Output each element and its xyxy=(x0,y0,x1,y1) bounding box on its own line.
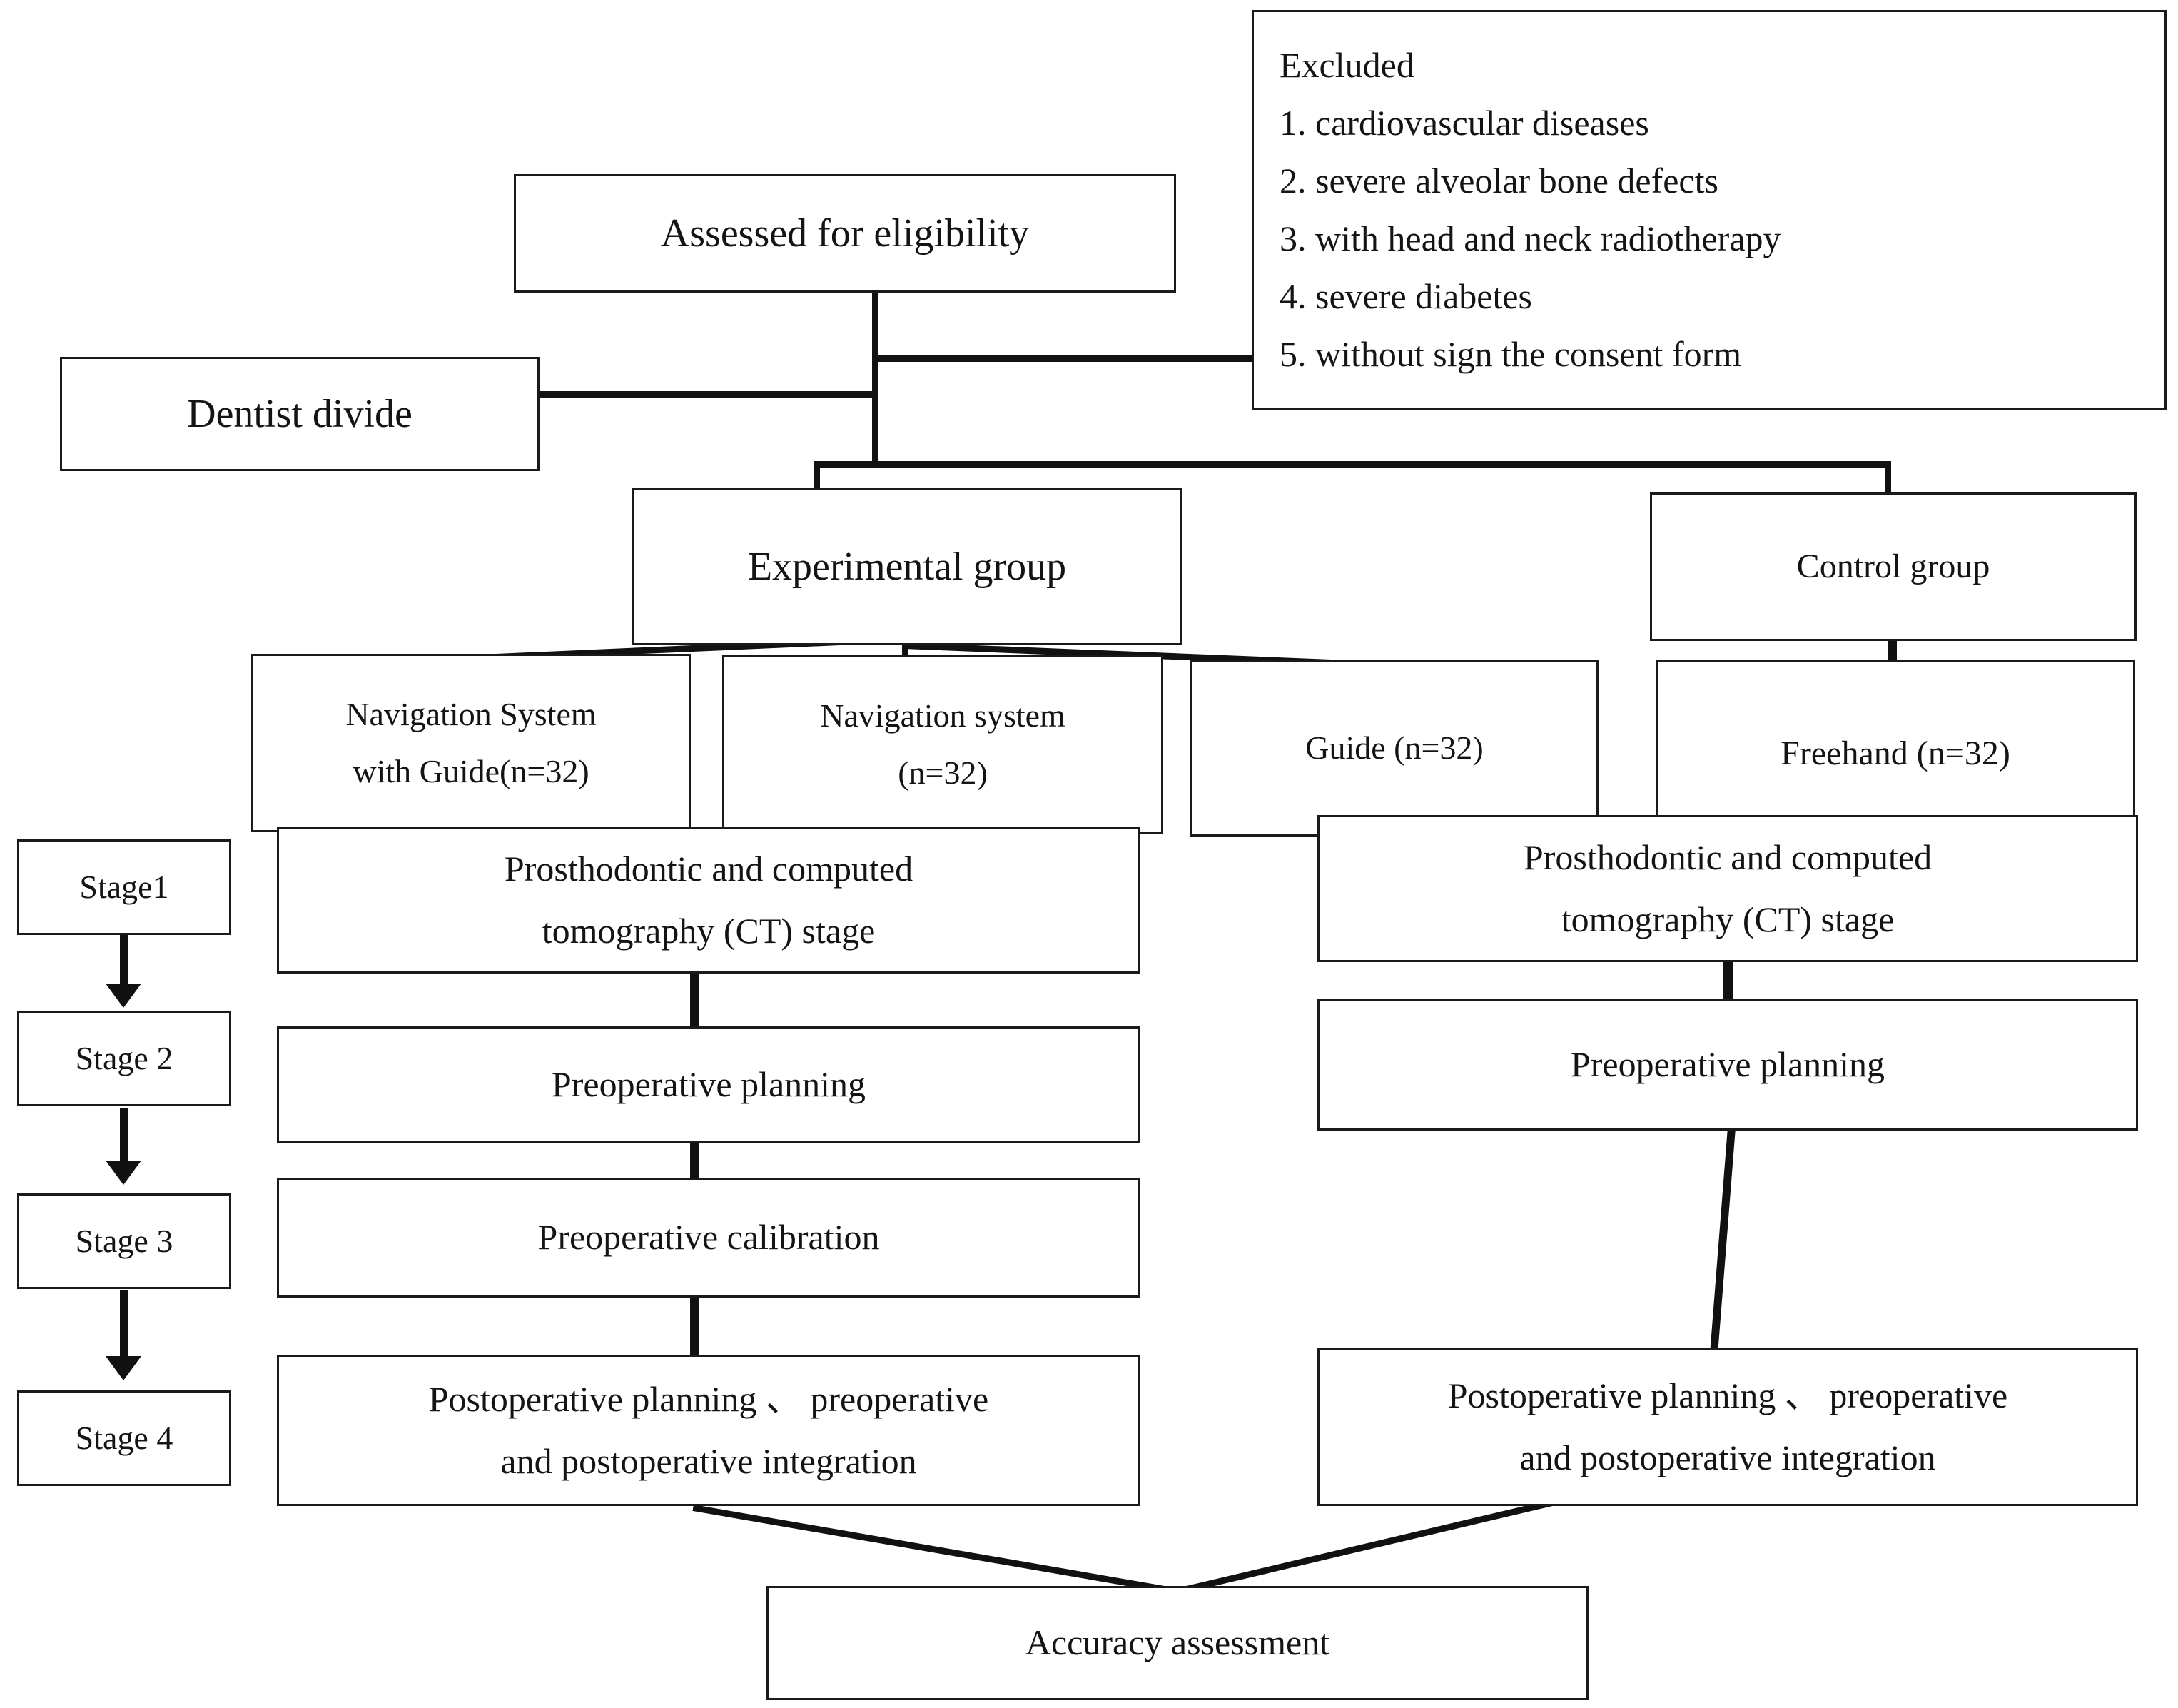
stage3-to-stage4-arrow-stem xyxy=(120,1290,128,1359)
stage-label-3[interactable]: Stage 3 xyxy=(17,1193,231,1289)
connector-to-control-group xyxy=(1885,461,1891,495)
excluded-item-5: 5. without sign the consent form xyxy=(1280,334,1742,374)
node-guide-label: Guide (n=32) xyxy=(1305,729,1484,766)
stage-label-4[interactable]: Stage 4 xyxy=(17,1390,231,1486)
connector-trunk-drop xyxy=(814,461,820,495)
stage-label-3-text: Stage 3 xyxy=(75,1222,173,1259)
stage-label-1-text: Stage1 xyxy=(79,868,169,905)
connector-dentist-to-trunk xyxy=(537,391,878,398)
node-control-group[interactable]: Control group xyxy=(1650,492,2137,641)
connector-experiment-to-navsystem xyxy=(902,642,908,660)
stage1-to-stage2-arrow-head xyxy=(106,984,141,1008)
stage-label-4-text: Stage 4 xyxy=(75,1419,173,1456)
node-left-ct-stage[interactable]: Prosthodontic and computed tomography (C… xyxy=(277,827,1140,974)
excluded-item-1: 1. cardiovascular diseases xyxy=(1280,103,1649,143)
node-navigation-system[interactable]: Navigation system (n=32) xyxy=(722,655,1163,834)
stage2-to-stage3-arrow-head xyxy=(106,1161,141,1185)
node-navigation-system-with-guide-label: Navigation System with Guide(n=32) xyxy=(345,695,597,790)
node-right-postoperative-integration[interactable]: Postoperative planning 、 preoperative an… xyxy=(1317,1348,2138,1506)
stage1-to-stage2-arrow-stem xyxy=(120,935,128,986)
node-left-preoperative-calibration[interactable]: Preoperative calibration xyxy=(277,1178,1140,1298)
stage2-to-stage3-arrow-stem xyxy=(120,1108,128,1163)
node-right-postoperative-integration-label: Postoperative planning 、 preoperative an… xyxy=(1447,1375,2008,1478)
node-right-preoperative-planning[interactable]: Preoperative planning xyxy=(1317,999,2138,1131)
node-left-ct-stage-label: Prosthodontic and computed tomography (C… xyxy=(504,848,913,951)
node-navigation-system-with-guide[interactable]: Navigation System with Guide(n=32) xyxy=(251,654,691,832)
node-right-preoperative-planning-label: Preoperative planning xyxy=(1570,1044,1885,1085)
node-control-group-label: Control group xyxy=(1796,547,1990,585)
connector-left-ct-to-planning xyxy=(690,971,699,1031)
stage3-to-stage4-arrow-head xyxy=(106,1356,141,1380)
stage-label-2[interactable]: Stage 2 xyxy=(17,1011,231,1106)
connector-split-bar xyxy=(814,461,1891,468)
node-freehand-label: Freehand (n=32) xyxy=(1781,734,2010,772)
connector-assessed-trunk xyxy=(872,291,878,467)
excluded-item-2: 2. severe alveolar bone defects xyxy=(1280,161,1718,201)
node-accuracy-assessment-label: Accuracy assessment xyxy=(1025,1622,1330,1663)
connector-control-to-freehand xyxy=(1888,638,1897,664)
connector-left-calibration-to-post xyxy=(690,1295,699,1359)
excluded-item-3: 3. with head and neck radiotherapy xyxy=(1280,218,1781,258)
node-navigation-system-label: Navigation system (n=32) xyxy=(820,697,1065,792)
node-right-ct-stage-label: Prosthodontic and computed tomography (C… xyxy=(1523,837,1933,940)
node-guide[interactable]: Guide (n=32) xyxy=(1190,660,1599,837)
connector-left-post-to-accuracy xyxy=(692,1505,1179,1595)
node-assessed-for-eligibility[interactable]: Assessed for eligibility xyxy=(514,174,1176,293)
node-left-postoperative-integration[interactable]: Postoperative planning 、 preoperative an… xyxy=(277,1355,1140,1506)
node-experimental-group[interactable]: Experimental group xyxy=(632,488,1182,645)
node-dentist-divide-label: Dentist divide xyxy=(187,392,412,436)
connector-right-ct-to-planning xyxy=(1723,959,1733,1004)
node-assessed-for-eligibility-label: Assessed for eligibility xyxy=(660,211,1030,256)
node-right-ct-stage[interactable]: Prosthodontic and computed tomography (C… xyxy=(1317,815,2138,962)
node-left-preoperative-planning-label: Preoperative planning xyxy=(551,1064,866,1105)
node-left-preoperative-calibration-label: Preoperative calibration xyxy=(537,1217,880,1258)
excluded-heading: Excluded xyxy=(1280,45,1414,85)
node-excluded[interactable]: Excluded 1. cardiovascular diseases 2. s… xyxy=(1252,10,2167,410)
excluded-item-4: 4. severe diabetes xyxy=(1280,276,1533,316)
stage-label-1[interactable]: Stage1 xyxy=(17,839,231,935)
connector-right-planning-to-post xyxy=(1710,1127,1736,1350)
stage-label-2-text: Stage 2 xyxy=(75,1039,173,1076)
node-left-preoperative-planning[interactable]: Preoperative planning xyxy=(277,1026,1140,1143)
node-experimental-group-label: Experimental group xyxy=(747,545,1067,589)
node-accuracy-assessment[interactable]: Accuracy assessment xyxy=(766,1586,1589,1700)
node-dentist-divide[interactable]: Dentist divide xyxy=(60,357,540,471)
node-left-postoperative-integration-label: Postoperative planning 、 preoperative an… xyxy=(428,1378,989,1482)
connector-assessed-to-excluded xyxy=(872,355,1256,362)
connector-left-planning-to-calibration xyxy=(690,1141,699,1182)
